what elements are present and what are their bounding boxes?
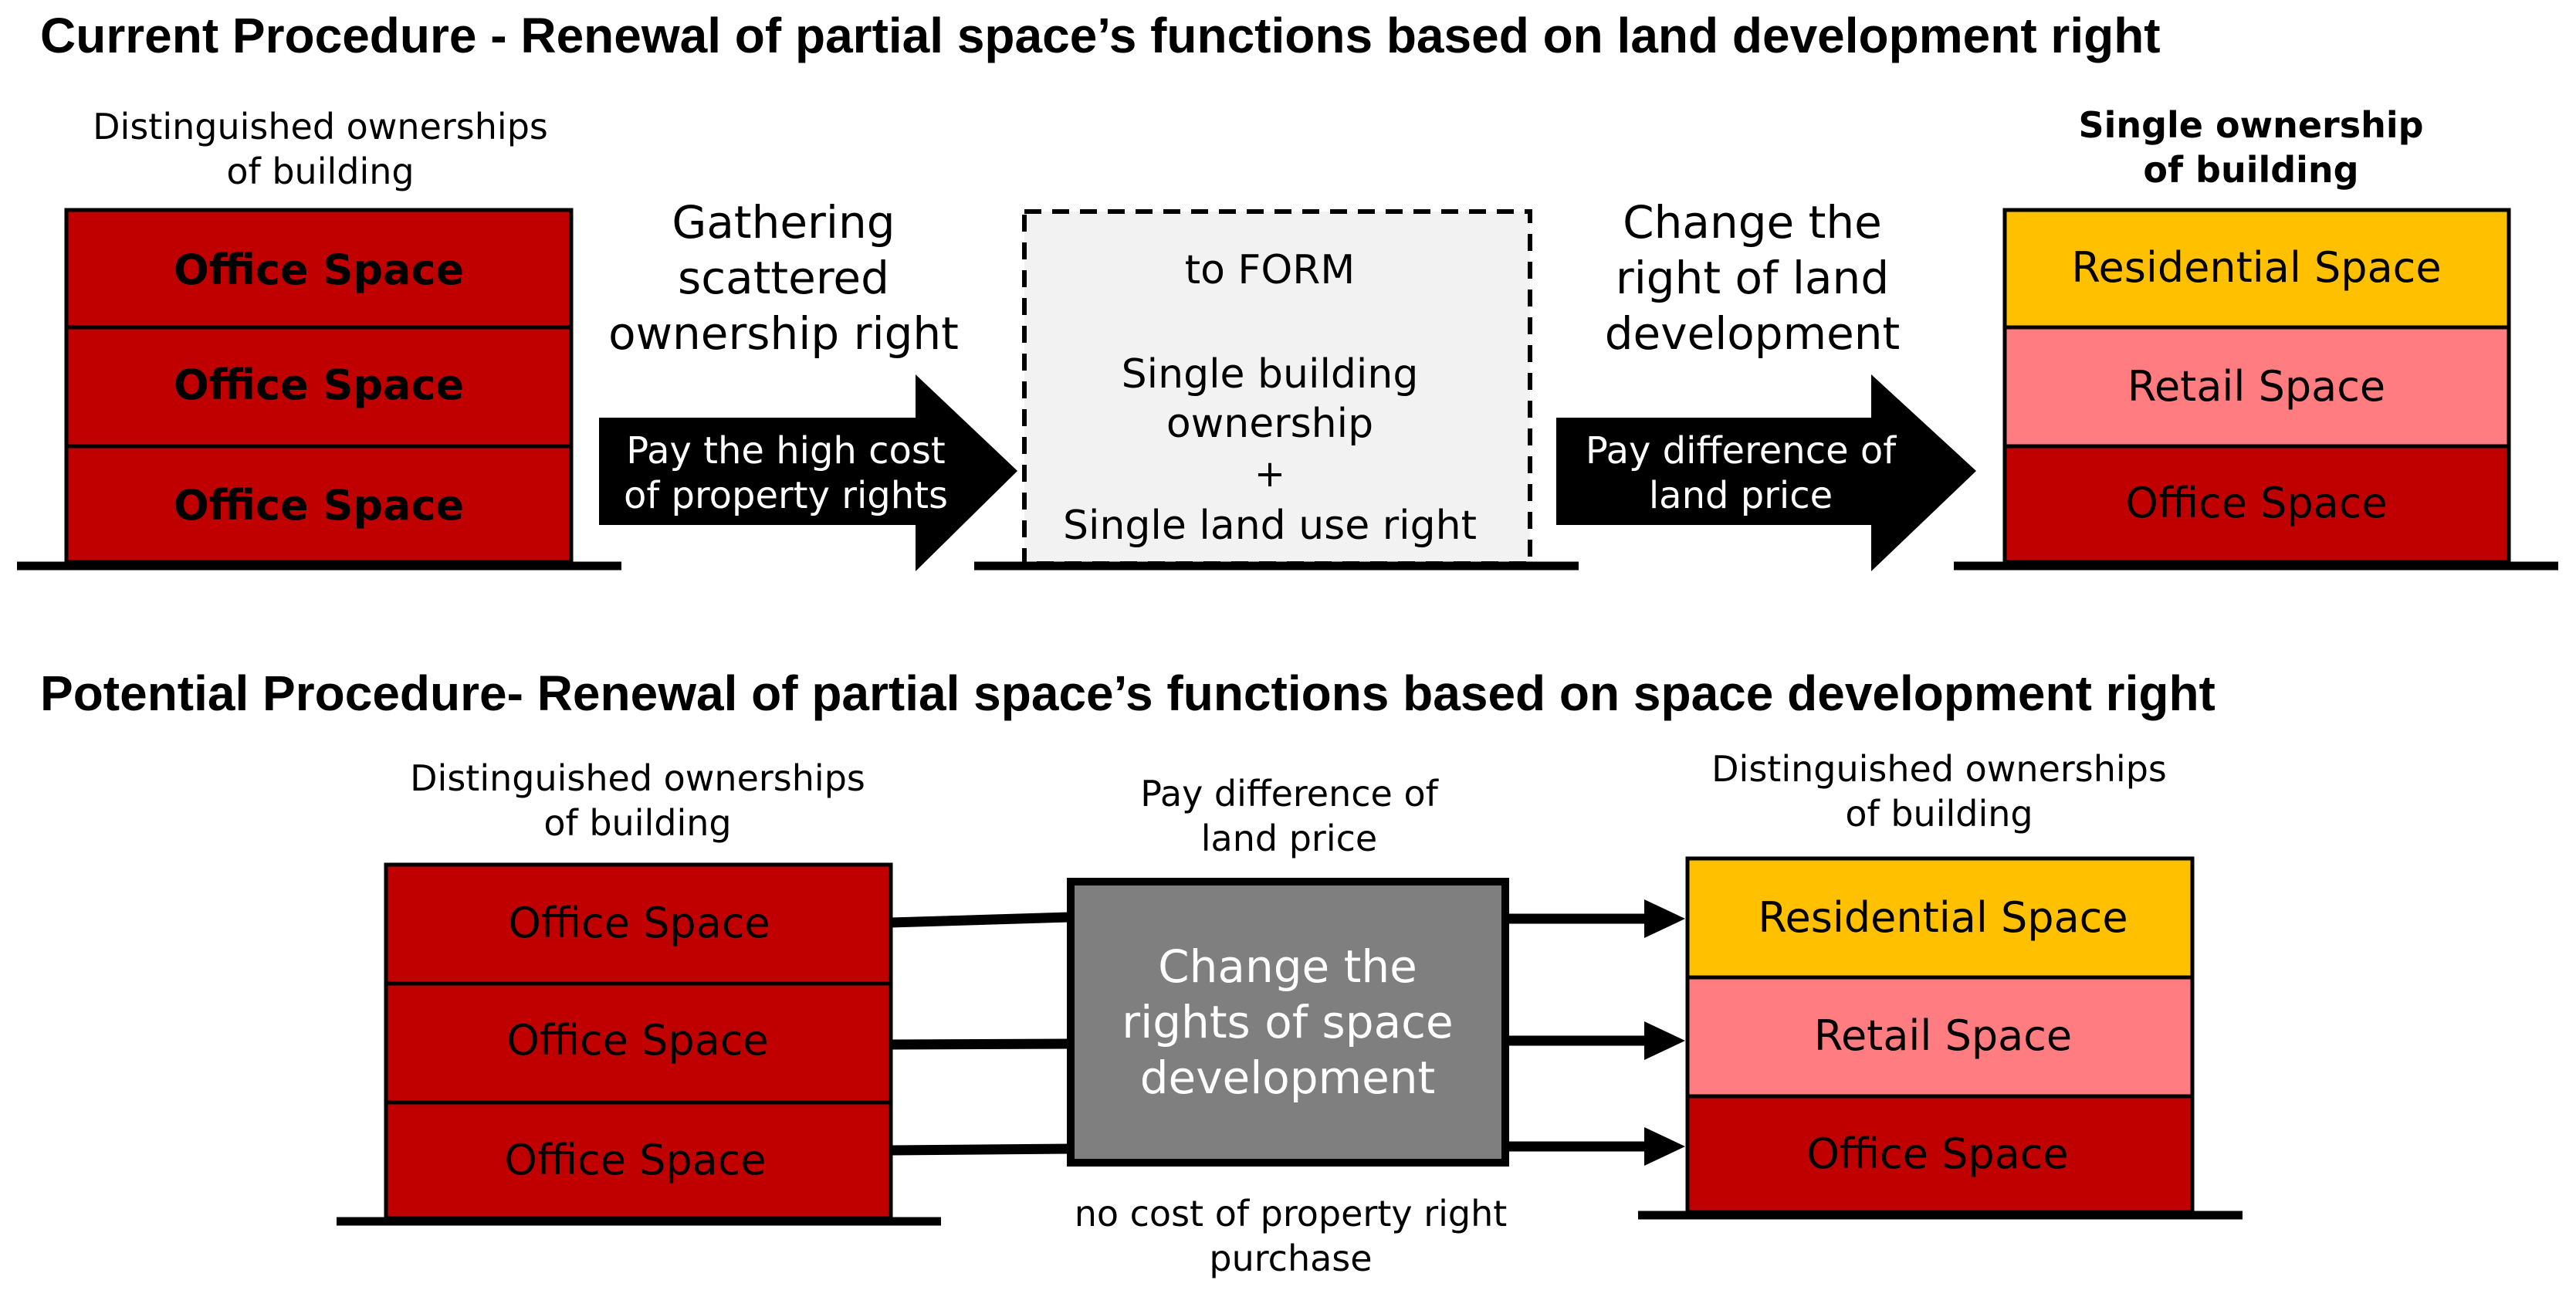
center-above-line2: land price (1201, 818, 1377, 859)
middle-box-line1: to FORM (1185, 247, 1356, 293)
top-left-building: Office Space Office Space Office Space (64, 208, 574, 564)
bottom-connector-left-1 (890, 912, 1070, 928)
bottom-arrowhead-right-2 (1644, 1021, 1685, 1060)
top-middle-box (1022, 209, 1532, 566)
top-right-floor-office-label: Office Space (2125, 479, 2387, 527)
bottom-arrowhead-right-1 (1644, 899, 1685, 938)
bottom-center-box (1067, 878, 1509, 1167)
bottom-left-floor-1 (384, 862, 893, 986)
bottom-left-floor-1-label: Office Space (508, 899, 770, 947)
arrow1-shape (599, 374, 1017, 571)
center-below-line1: no cost of property right (1075, 1193, 1508, 1234)
top-right-floor-residential (2002, 208, 2511, 330)
bottom-left-caption-line1: Distinguished ownerships (410, 757, 865, 799)
bottom-right-floor-residential (1685, 856, 2195, 980)
top-right-floor-residential-label: Residential Space (2071, 243, 2441, 292)
arrow2-inside-line2: land price (1649, 474, 1833, 517)
middle-box-line5: Single land use right (1063, 503, 1477, 549)
center-box-line3: development (1140, 1051, 1436, 1104)
top-left-floor-3-label: Office Space (174, 481, 464, 530)
bottom-left-floor-2-label: Office Space (506, 1016, 768, 1065)
top-left-floor-3 (64, 444, 574, 564)
bottom-right-arrows (1505, 899, 1685, 1166)
top-left-floor-1-label: Office Space (174, 246, 464, 294)
bottom-arrowhead-right-3 (1644, 1127, 1685, 1166)
top-right-floor-retail-label: Retail Space (2127, 362, 2385, 411)
top-left-caption-line2: of building (226, 151, 414, 192)
center-above-line1: Pay difference of (1140, 773, 1439, 814)
top-right-building: Residential Space Retail Space Office Sp… (2002, 208, 2511, 564)
arrow1-inside-line2: of property rights (624, 474, 948, 517)
bottom-connector-left-2 (890, 1038, 1070, 1050)
bottom-right-floor-retail (1685, 975, 2195, 1099)
bottom-right-floor-office (1685, 1094, 2195, 1214)
bottom-connector-left-3 (890, 1143, 1070, 1156)
middle-box-line3: ownership (1166, 401, 1373, 447)
middle-box-line4: + (1254, 452, 1285, 496)
bottom-right-floor-residential-label: Residential Space (1758, 893, 2127, 942)
bottom-right-floor-retail-label: Retail Space (1814, 1011, 2072, 1060)
middle-box-line2: Single building (1122, 351, 1419, 398)
center-box-line1: Change the (1158, 940, 1417, 993)
arrow1-above-line2: scattered (678, 252, 889, 304)
bottom-left-caption-line2: of building (543, 802, 731, 844)
bottom-title: Potential Procedure- Renewal of partial … (40, 665, 2215, 721)
top-left-floor-2-label: Office Space (174, 361, 464, 409)
top-right-floor-retail (2002, 325, 2511, 449)
arrow2-above-line1: Change the (1623, 196, 1882, 249)
bottom-right-building: Residential Space Retail Space Office Sp… (1685, 856, 2195, 1214)
bottom-left-building: Office Space Office Space Office Space (384, 862, 893, 1221)
arrow1-inside-line1: Pay the high cost (626, 429, 945, 472)
bottom-right-caption-line1: Distinguished ownerships (1711, 748, 2167, 790)
bottom-right-caption-line2: of building (1845, 793, 2033, 835)
arrow2-shape (1556, 374, 1976, 571)
arrow2-above-line2: right of land (1616, 252, 1889, 304)
top-left-floor-2 (64, 325, 574, 449)
center-below-line2: purchase (1209, 1238, 1372, 1279)
bottom-right-floor-office-label: Office Space (1806, 1129, 2068, 1178)
top-right-floor-office (2002, 444, 2511, 564)
bottom-left-floor-3-label: Office Space (504, 1136, 766, 1184)
arrow2-inside-line1: Pay difference of (1586, 429, 1897, 472)
center-box-line2: rights of space (1122, 996, 1453, 1048)
top-title: Current Procedure - Renewal of partial s… (40, 8, 2161, 63)
top-right-caption-line2: of building (2143, 149, 2358, 191)
top-left-floor-1 (64, 208, 574, 330)
arrow2-above-line3: development (1605, 307, 1901, 360)
top-right-caption-line1: Single ownership (2078, 104, 2423, 146)
top-left-caption-line1: Distinguished ownerships (93, 106, 548, 147)
arrow1-above-line1: Gathering (672, 196, 895, 249)
arrow1-above-line3: ownership right (608, 307, 959, 360)
